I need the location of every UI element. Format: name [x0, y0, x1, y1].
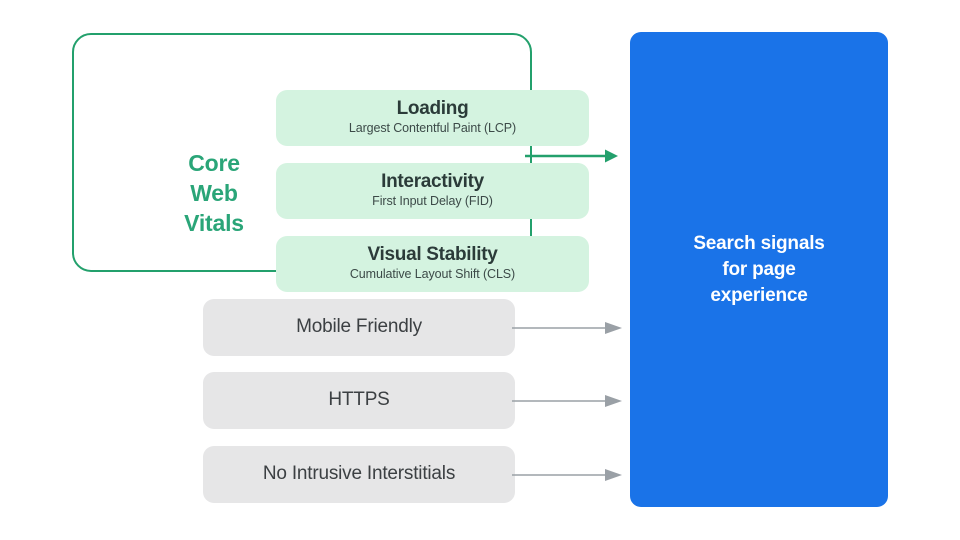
vital-card-text: Interactivity First Input Delay (FID): [276, 170, 589, 210]
search-signals-panel[interactable]: Search signals for page experience: [630, 32, 888, 507]
vital-title: Loading: [396, 98, 469, 119]
vital-card-interactivity[interactable]: Interactivity First Input Delay (FID): [276, 163, 589, 219]
search-signals-panel-text: Search signals for page experience: [630, 231, 888, 309]
green-arrow-icon: [525, 149, 618, 163]
vital-title: Interactivity: [381, 171, 484, 192]
vital-card-loading[interactable]: Loading Largest Contentful Paint (LCP): [276, 90, 589, 146]
core-web-vitals-label-line-3: Vitals: [184, 210, 244, 236]
signal-card-label: Mobile Friendly: [296, 316, 422, 337]
grey-arrow-icon: [512, 322, 622, 334]
signal-card-https[interactable]: HTTPS: [203, 372, 515, 429]
vital-subtitle: First Input Delay (FID): [372, 194, 493, 208]
grey-arrow-icon: [512, 469, 622, 481]
vital-title: Visual Stability: [367, 244, 498, 265]
outcome-line-3: experience: [710, 284, 808, 306]
vital-card-text: Loading Largest Contentful Paint (LCP): [276, 97, 589, 137]
outcome-line-2: for page: [722, 258, 796, 280]
core-web-vitals-label: Core Web Vitals: [169, 148, 259, 238]
signal-card-label: No Intrusive Interstitials: [262, 463, 456, 484]
core-web-vitals-container: Core Web Vitals Loading Largest Contentf…: [72, 33, 589, 292]
signal-card-no-intrusive-interstitials[interactable]: No Intrusive Interstitials: [203, 446, 515, 503]
core-web-vitals-label-line-1: Core: [188, 150, 240, 176]
vital-card-visual-stability[interactable]: Visual Stability Cumulative Layout Shift…: [276, 236, 589, 292]
vital-subtitle: Cumulative Layout Shift (CLS): [349, 267, 516, 281]
core-web-vitals-label-line-2: Web: [190, 180, 238, 206]
signal-card-label: HTTPS: [328, 389, 390, 410]
grey-arrow-icon: [512, 395, 622, 407]
vital-subtitle: Largest Contentful Paint (LCP): [348, 121, 517, 135]
vital-card-text: Visual Stability Cumulative Layout Shift…: [276, 243, 589, 283]
outcome-line-1: Search signals: [693, 232, 825, 254]
signal-card-mobile-friendly[interactable]: Mobile Friendly: [203, 299, 515, 356]
